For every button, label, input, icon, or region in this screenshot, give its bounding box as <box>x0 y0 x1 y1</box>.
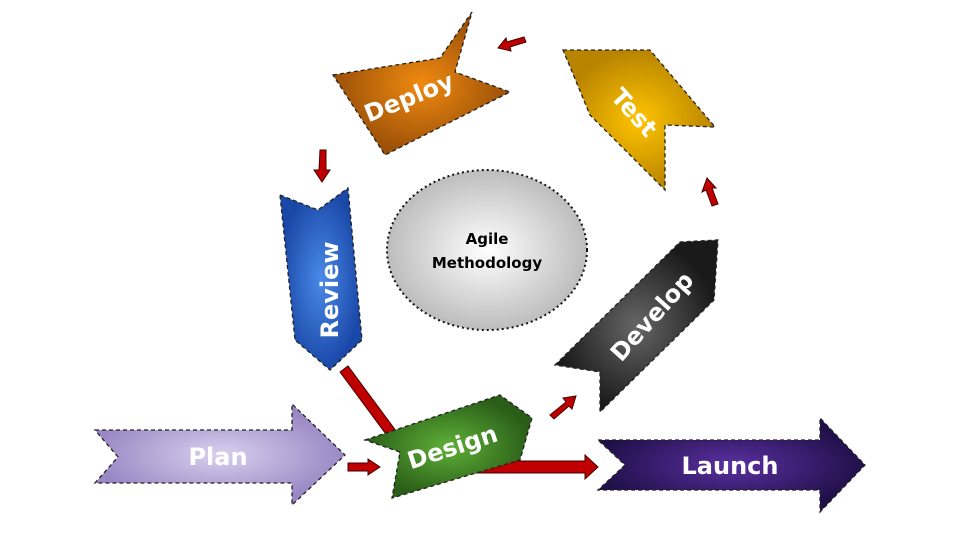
design-to-develop-arrow <box>549 395 577 420</box>
stage-deploy[interactable]: Deploy <box>331 11 512 156</box>
center-title-line2: Methodology <box>432 254 542 272</box>
launch-label: Launch <box>682 452 779 480</box>
plan-to-design-arrow <box>347 458 381 476</box>
develop-to-test-arrow <box>701 177 719 207</box>
stage-review[interactable]: Review <box>279 186 363 371</box>
center-ellipse <box>386 169 588 331</box>
stage-design[interactable]: Design <box>362 394 533 499</box>
center-title-line1: Agile <box>466 230 509 248</box>
test-to-deploy-arrow <box>497 36 527 52</box>
stage-plan[interactable]: Plan <box>93 402 346 507</box>
deploy-to-review-arrow <box>313 149 331 183</box>
plan-label: Plan <box>188 443 247 471</box>
stage-test[interactable]: Test <box>562 49 717 192</box>
stage-launch[interactable]: Launch <box>596 416 866 514</box>
review-label: Review <box>316 241 344 338</box>
